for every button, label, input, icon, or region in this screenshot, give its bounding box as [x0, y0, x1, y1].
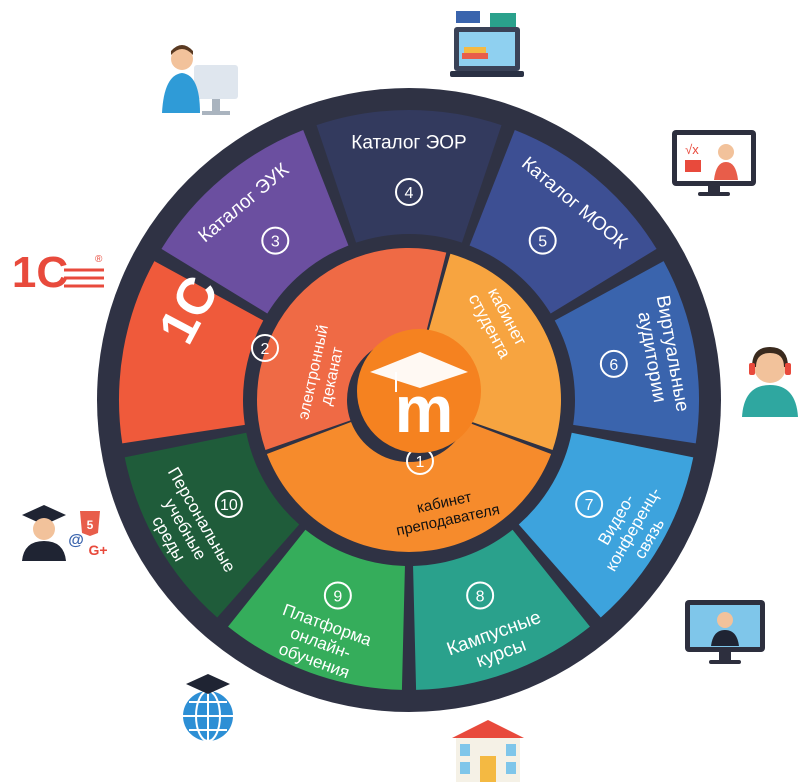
- number-badge-9: 9: [323, 581, 352, 610]
- person-computer-icon: [162, 45, 238, 115]
- number-badge-2: 2: [251, 334, 279, 362]
- outer-segment-8: [413, 529, 590, 690]
- inner-segment-teacher: [266, 422, 552, 552]
- outer-segment-9: [228, 529, 405, 690]
- globe-graduation-icon: [183, 674, 233, 742]
- headset-operator-icon: [742, 347, 798, 417]
- graduate-html5-gplus-icon: 5 @ G+: [22, 505, 108, 561]
- campus-building-icon: [452, 720, 524, 782]
- inner-segments: [257, 248, 562, 552]
- svg-text:1С: 1С: [12, 248, 68, 297]
- number-badge-6: 6: [599, 349, 628, 378]
- center-circle: [357, 329, 481, 453]
- logo-1c-icon: 1С ®: [12, 248, 104, 297]
- svg-text:6: 6: [609, 357, 618, 374]
- outer-segment-6: [554, 261, 700, 444]
- svg-text:10: 10: [220, 497, 238, 514]
- number-badge-7: 7: [575, 490, 604, 518]
- svg-text:7: 7: [585, 497, 594, 514]
- svg-text:5: 5: [87, 518, 94, 532]
- moodle-logo-icon: m: [370, 352, 468, 446]
- outer-segment-4: [316, 109, 502, 243]
- outer-segment-3: [161, 129, 349, 314]
- svg-text:®: ®: [95, 254, 103, 265]
- outer-segment-10: [124, 432, 300, 618]
- outer-segment-5: [469, 129, 657, 314]
- outer-segments: [119, 109, 700, 690]
- svg-text:3: 3: [271, 234, 280, 251]
- svg-text:8: 8: [476, 588, 485, 605]
- svg-text:9: 9: [333, 588, 342, 605]
- outer-segment-7: [518, 432, 694, 618]
- svg-text:1: 1: [416, 454, 425, 471]
- svg-text:5: 5: [538, 234, 547, 251]
- video-monitor-icon: [685, 600, 765, 664]
- svg-text:@: @: [68, 532, 84, 549]
- number-badge-3: 3: [261, 226, 290, 255]
- svg-text:G+: G+: [88, 542, 107, 558]
- books-laptop-icon: [450, 11, 524, 77]
- segment-label-4: Каталог ЭОР: [351, 133, 466, 154]
- svg-text:2: 2: [261, 341, 270, 358]
- svg-text:m: m: [395, 372, 454, 446]
- segment-4-line-1: Каталог ЭОР: [351, 133, 466, 154]
- inner-segment-deanery: [257, 248, 447, 450]
- number-badge-5: 5: [528, 226, 557, 255]
- outer-segment-1c: [119, 261, 264, 444]
- number-badge-8: 8: [466, 581, 495, 610]
- svg-text:4: 4: [405, 185, 414, 202]
- number-badge-10: 10: [214, 490, 243, 518]
- number-badge-4: 4: [395, 178, 423, 206]
- math-monitor-icon: √x: [672, 130, 756, 196]
- svg-text:√x: √x: [685, 142, 699, 157]
- inner-segment-student: [425, 253, 562, 450]
